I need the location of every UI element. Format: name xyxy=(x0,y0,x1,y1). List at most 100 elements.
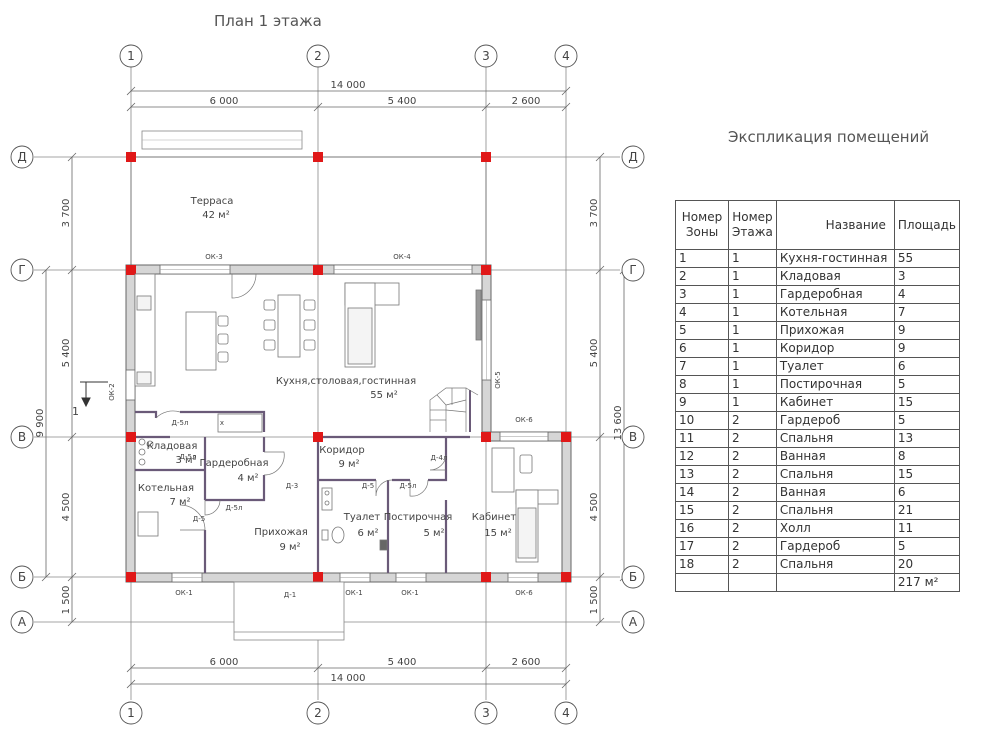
cell-name: Спальня xyxy=(775,501,895,520)
axis-label-3-bottom: 3 xyxy=(482,706,490,720)
cell-zone: 11 xyxy=(675,429,729,448)
terrace-name: Терраса xyxy=(190,196,234,207)
wardrobe-name: Гардеробная xyxy=(200,458,269,469)
laundry-area: 5 м² xyxy=(423,528,444,539)
axis-label-v-left: В xyxy=(18,430,26,444)
cell-area: 15 xyxy=(893,465,960,484)
cell-area: 20 xyxy=(893,555,960,574)
cell-total-area: 217 м² xyxy=(893,573,960,592)
cell-name: Кабинет xyxy=(775,393,895,412)
dim-total-bottom: 14 000 xyxy=(331,673,366,684)
header-floor: Номер Этажа xyxy=(728,200,777,250)
door-mark-2: Д-5л xyxy=(180,453,197,461)
dim-span-3-bottom: 2 600 xyxy=(512,657,541,668)
cell-name: Ванная xyxy=(775,483,895,502)
dim-span-2-top: 5 400 xyxy=(388,96,417,107)
window-mark-ok6-bottom: ОК-6 xyxy=(515,589,533,597)
dim-right-2: 5 400 xyxy=(589,339,600,368)
cell-name: Коридор xyxy=(775,339,895,358)
dim-span-1-top: 6 000 xyxy=(210,96,239,107)
axis-label-2-top: 2 xyxy=(314,49,322,63)
header-name: Название xyxy=(775,200,895,250)
cell-name: Кладовая xyxy=(775,267,895,286)
partitions xyxy=(135,410,470,573)
door-mark-4: Д-5 xyxy=(193,515,205,523)
cell-floor: 2 xyxy=(728,483,777,502)
window-mark-ok1-b: ОК-1 xyxy=(345,589,362,597)
top-dimensions xyxy=(126,86,571,112)
cell-floor: 1 xyxy=(728,249,777,268)
axis-label-v-right: В xyxy=(629,430,637,444)
header-area: Площадь xyxy=(893,200,960,250)
cell-zone: 6 xyxy=(675,339,729,358)
cell-floor: 2 xyxy=(728,501,777,520)
section-mark xyxy=(80,381,108,408)
cell-zone: 12 xyxy=(675,447,729,466)
window-mark-ok2: ОК-2 xyxy=(108,383,116,400)
cell-zone: 4 xyxy=(675,303,729,322)
cell-name: Спальня xyxy=(775,465,895,484)
boiler-area: 7 м² xyxy=(169,497,190,508)
cell-name: Гардероб xyxy=(775,537,895,556)
axis-label-g-right: Г xyxy=(629,263,636,277)
cell-floor: 1 xyxy=(728,321,777,340)
cell-floor: 1 xyxy=(728,303,777,322)
cell-floor: 2 xyxy=(728,465,777,484)
terrace-area: 42 м² xyxy=(202,210,229,221)
explication-title: Экспликация помещений xyxy=(728,128,930,146)
cell-floor: 2 xyxy=(728,519,777,538)
cell-floor: 1 xyxy=(728,267,777,286)
cell-zone: 18 xyxy=(675,555,729,574)
axis-label-d-left: Д xyxy=(17,150,26,164)
office-area: 15 м² xyxy=(484,528,511,539)
cell-name: Постирочная xyxy=(775,375,895,394)
cell-name: Спальня xyxy=(775,429,895,448)
cell-name: Спальня xyxy=(775,555,895,574)
axis-label-a-right: А xyxy=(629,615,638,629)
cell-area: 5 xyxy=(893,375,960,394)
axis-label-4-top: 4 xyxy=(562,49,570,63)
door-mark-6: Д-5 xyxy=(362,482,374,490)
cell-area: 3 xyxy=(893,267,960,286)
cell-floor: 2 xyxy=(728,447,777,466)
cell-zone: 1 xyxy=(675,249,729,268)
right-dimensions xyxy=(595,152,629,627)
axis-label-1-top: 1 xyxy=(127,49,135,63)
cell-zone: 2 xyxy=(675,267,729,286)
cell-zone: 5 xyxy=(675,321,729,340)
cell-zone: 17 xyxy=(675,537,729,556)
table-header-row: Номер Зоны Номер Этажа Название Площадь xyxy=(675,200,960,250)
cell-name: Ванная xyxy=(775,447,895,466)
cell-floor: 2 xyxy=(728,555,777,574)
hallway-name: Прихожая xyxy=(254,527,308,538)
kitchen-area: 55 м² xyxy=(370,390,397,401)
door-mark-7: Д-5л xyxy=(400,482,417,490)
axis-label-3-top: 3 xyxy=(482,49,490,63)
cell-empty xyxy=(675,573,729,592)
axis-label-b-left: Б xyxy=(18,570,26,584)
cell-zone: 9 xyxy=(675,393,729,412)
axis-label-4-bottom: 4 xyxy=(562,706,570,720)
cell-zone: 7 xyxy=(675,357,729,376)
dim-left-3: 4 500 xyxy=(61,493,72,522)
cell-zone: 13 xyxy=(675,465,729,484)
dim-left-2: 5 400 xyxy=(61,339,72,368)
columns xyxy=(126,152,571,582)
storage-area: 3 м² xyxy=(175,455,196,466)
table-total-row: 217 м² xyxy=(675,573,960,592)
window-mark-ok4: ОК-4 xyxy=(393,253,411,261)
